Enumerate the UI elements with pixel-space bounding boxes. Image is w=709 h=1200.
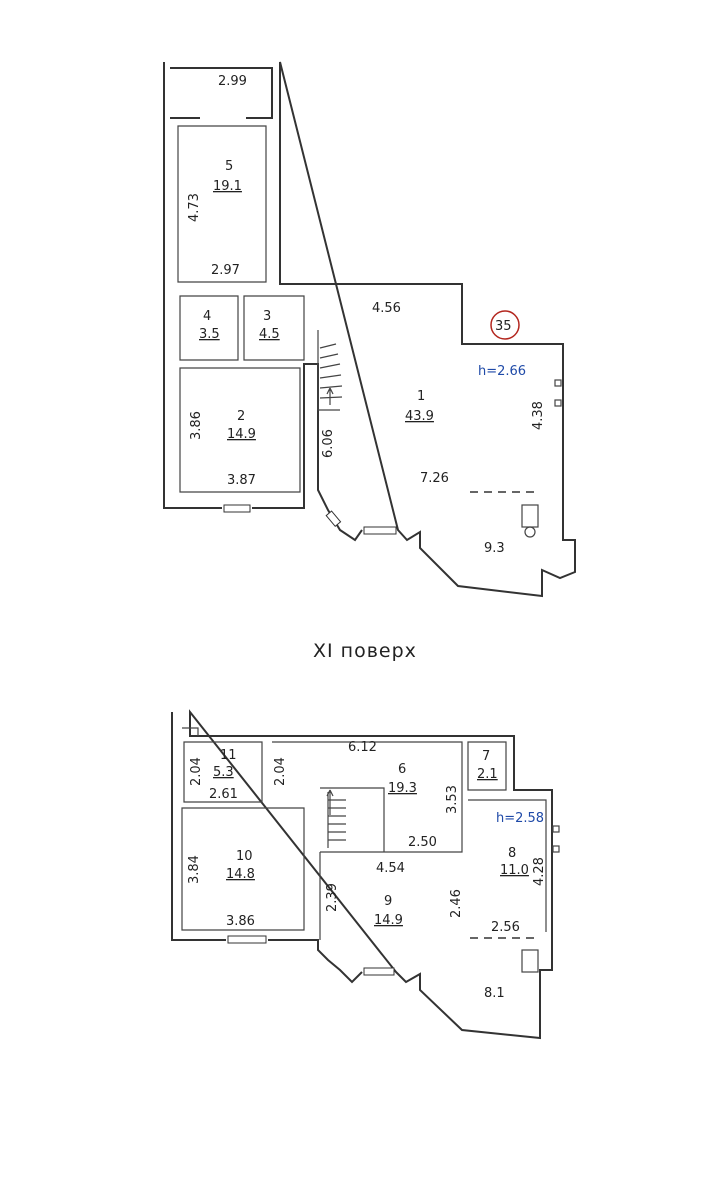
room-number: 1 <box>417 389 425 404</box>
window <box>325 510 342 527</box>
dim-label: 3.53 <box>445 785 460 814</box>
apartment-number: 35 <box>495 319 512 334</box>
room-number: 4 <box>203 309 211 324</box>
room-area: 11.0 <box>500 863 529 878</box>
dim-label: 2.46 <box>449 889 464 918</box>
room-area: 5.3 <box>213 765 234 780</box>
room-number: 3 <box>263 309 271 324</box>
room-number: 10 <box>236 849 253 864</box>
balcony-wall <box>170 67 273 119</box>
dim-label: 3.86 <box>189 411 204 440</box>
room-area: 8.1 <box>484 986 505 1001</box>
dim-label: 7.26 <box>420 471 449 486</box>
room4-walls <box>179 295 239 361</box>
room-area: 19.1 <box>213 179 242 194</box>
toilet-fixture <box>521 504 539 528</box>
dim-label: 3.84 <box>187 855 202 884</box>
room-number: 9 <box>384 894 392 909</box>
window <box>363 526 397 535</box>
dim-label: 2.50 <box>408 835 437 850</box>
dim-label: 4.54 <box>376 861 405 876</box>
ceiling-height: h=2.58 <box>496 811 544 826</box>
room3-walls <box>243 295 305 361</box>
room-number: 8 <box>508 846 516 861</box>
upper-floor-plan <box>163 61 576 598</box>
dim-label: 2.61 <box>209 787 238 802</box>
room-number: 2 <box>237 409 245 424</box>
upper-outer-wall <box>163 61 576 598</box>
room11-walls <box>183 741 263 803</box>
toilet-fixture <box>521 949 539 973</box>
ceiling-height: h=2.66 <box>478 364 526 379</box>
dim-label: 2.97 <box>211 263 240 278</box>
room-area: 19.3 <box>388 781 417 796</box>
window <box>227 935 267 944</box>
dim-label: 2.56 <box>491 920 520 935</box>
stair-lower <box>326 789 346 848</box>
room-area: 14.8 <box>226 867 255 882</box>
dim-label: 4.28 <box>532 857 547 886</box>
dim-label: 2.04 <box>189 757 204 786</box>
lower-floor-plan <box>171 709 560 1040</box>
room2-walls <box>179 367 301 493</box>
dim-label: 4.56 <box>372 301 401 316</box>
dim-label: 2.99 <box>218 74 247 89</box>
room-number: 7 <box>482 749 490 764</box>
room10-walls <box>181 807 305 931</box>
dim-label: 6.06 <box>321 429 336 458</box>
stair-upper <box>317 330 343 411</box>
window <box>223 504 251 513</box>
room-number: 6 <box>398 762 406 777</box>
room-area: 4.5 <box>259 327 280 342</box>
dim-label: 4.73 <box>187 193 202 222</box>
room-area: 2.1 <box>477 767 498 782</box>
room-area: 14.9 <box>374 913 403 928</box>
dim-label: 2.04 <box>273 757 288 786</box>
lower-outer-wall <box>171 709 553 1040</box>
dim-label: 4.38 <box>531 401 546 430</box>
floor-title: XI поверх <box>313 640 417 662</box>
room-area: 3.5 <box>199 327 220 342</box>
room-area: 43.9 <box>405 409 434 424</box>
room-area: 14.9 <box>227 427 256 442</box>
apartment-number-badge: 35 <box>490 310 520 340</box>
room8-walls <box>468 799 547 932</box>
dim-label: 3.86 <box>226 914 255 929</box>
dim-label: 2.39 <box>325 883 340 912</box>
dim-label: 6.12 <box>348 740 377 755</box>
sink-fixture <box>524 526 536 538</box>
room-number: 11 <box>220 748 237 763</box>
room-area: 9.3 <box>484 541 505 556</box>
dim-label: 3.87 <box>227 473 256 488</box>
room7-walls <box>467 741 507 791</box>
window <box>363 967 395 976</box>
room-number: 5 <box>225 159 233 174</box>
room5-walls <box>177 125 267 283</box>
